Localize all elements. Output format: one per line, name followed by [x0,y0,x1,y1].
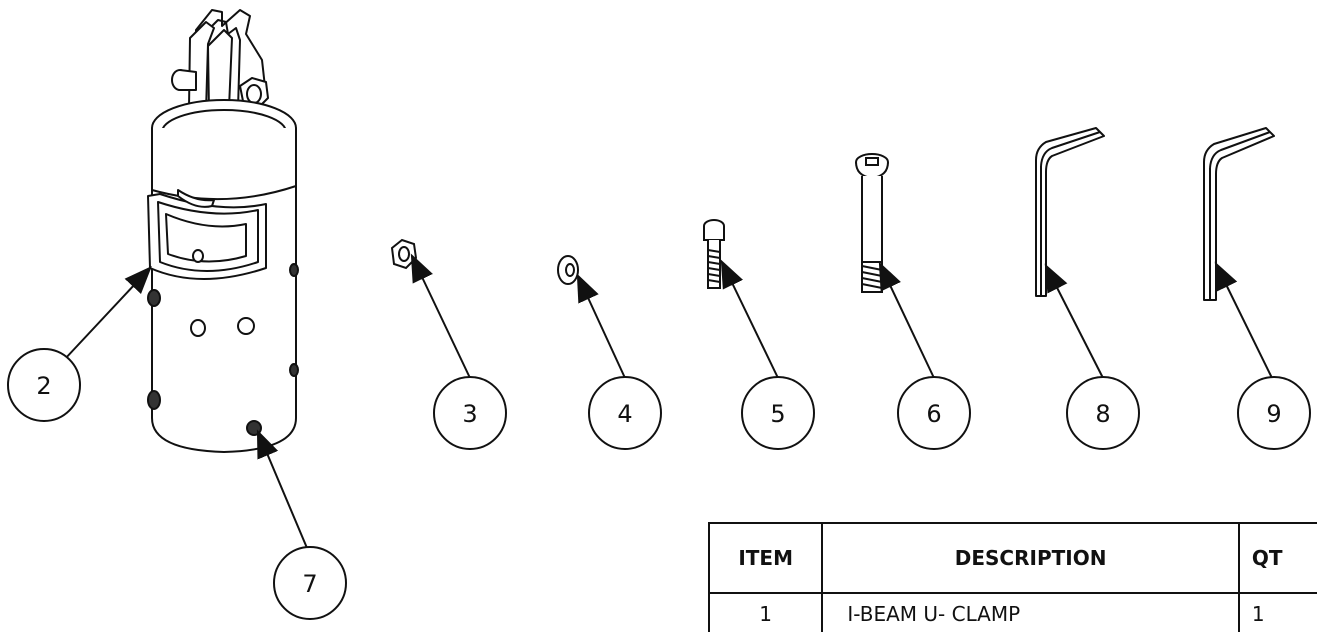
leader-8 [1044,263,1104,379]
callout-label: 6 [926,400,941,428]
bom-header-row: ITEM DESCRIPTION QT [708,522,1317,594]
part-short-screw [703,219,725,289]
callout-label: 9 [1266,400,1281,428]
callout-balloon-6: 6 [897,376,971,450]
leader-7 [256,429,308,549]
callout-balloon-9: 9 [1237,376,1311,450]
callout-balloon-4: 4 [588,376,662,450]
bom-header-item: ITEM [708,522,824,594]
table-row: 1 I-BEAM U- CLAMP 1 [708,592,1317,632]
part-washer [557,255,579,285]
callout-label: 5 [770,400,785,428]
part-long-bolt [855,153,889,293]
bom-cell-description: I-BEAM U- CLAMP [821,592,1240,632]
bom-cell-qty: 1 [1237,592,1317,632]
leader-5 [720,259,779,379]
bill-of-materials: ITEM DESCRIPTION QT 1 I-BEAM U- CLAMP 1 [708,522,1317,632]
leader-9 [1214,261,1273,379]
bom-cell-item: 1 [708,592,824,632]
callout-label: 2 [36,372,51,400]
leader-2 [63,265,152,361]
leader-lines [63,253,1273,549]
callout-balloon-7: 7 [273,546,347,620]
callout-balloon-8: 8 [1066,376,1140,450]
callout-balloon-5: 5 [741,376,815,450]
part-housing [147,9,299,453]
callout-label: 8 [1095,400,1110,428]
callout-balloon-2: 2 [7,348,81,422]
callout-label: 7 [302,570,317,598]
part-hex-nut [390,238,418,270]
leader-3 [410,253,471,379]
bom-table: ITEM DESCRIPTION QT 1 I-BEAM U- CLAMP 1 [708,522,1317,632]
part-hex-key-2 [1203,127,1275,301]
bom-header-description: DESCRIPTION [821,522,1240,594]
callout-label: 3 [462,400,477,428]
leader-4 [576,273,626,379]
callout-balloon-3: 3 [433,376,507,450]
callout-label: 4 [617,400,632,428]
part-hex-key-1 [1035,127,1105,297]
bom-header-qty: QT [1237,522,1317,594]
leader-6 [878,261,935,379]
